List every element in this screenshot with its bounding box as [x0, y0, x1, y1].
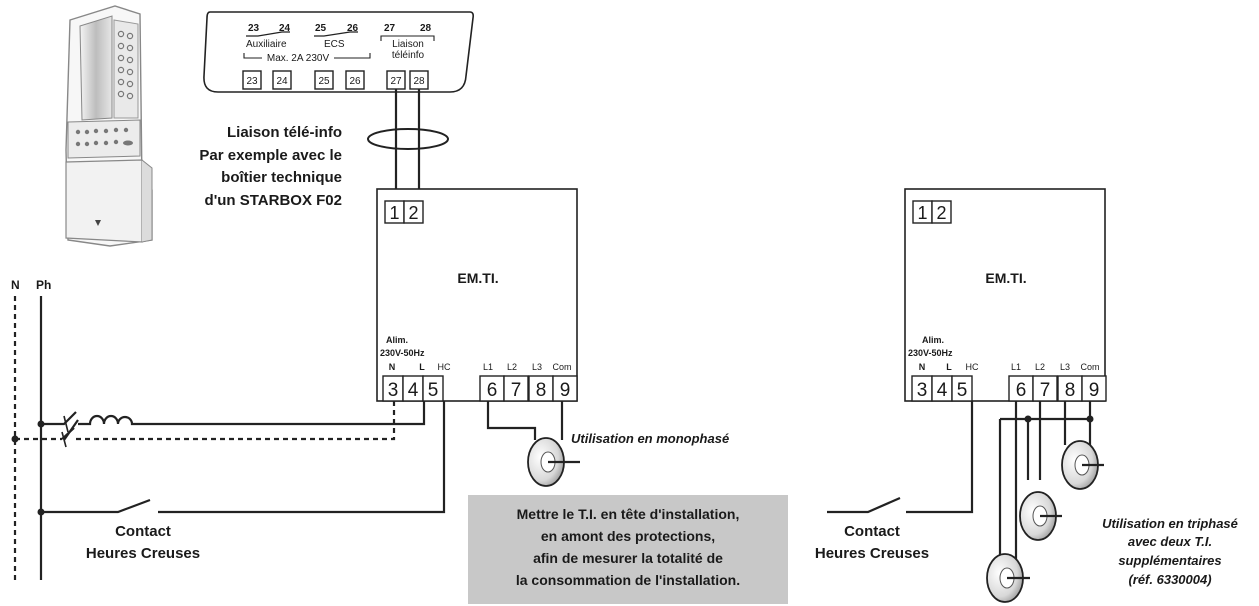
- right-voltage-label: 230V-50Hz: [908, 348, 953, 358]
- svg-text:avec deux T.I.: avec deux T.I.: [1128, 534, 1212, 549]
- contact-left-line1: Contact: [115, 523, 171, 540]
- svg-text:Com: Com: [1080, 362, 1099, 372]
- right-terminal-4: 4: [937, 380, 948, 401]
- left-terminal-7: 7: [511, 380, 522, 401]
- right-terminal-6: 6: [1016, 380, 1027, 401]
- right-terminal-8: 8: [1065, 380, 1076, 401]
- tri-usage-label: Utilisation en triphasé avec deux T.I. s…: [1102, 516, 1238, 587]
- left-alim-label: Alim.: [386, 335, 408, 345]
- contact-left-line2: Heures Creuses: [86, 545, 200, 562]
- controller-illustration: [65, 5, 153, 247]
- left-terminal-6: 6: [487, 380, 498, 401]
- teleinfo-label: téléinfo: [392, 50, 425, 61]
- terminal-24: 24: [276, 76, 288, 87]
- right-terminal-5: 5: [957, 380, 968, 401]
- supply-lines: N Ph: [11, 278, 446, 580]
- svg-text:L1: L1: [483, 362, 493, 372]
- svg-text:L2: L2: [1035, 362, 1045, 372]
- right-contact: [827, 401, 974, 514]
- svg-text:Utilisation en triphasé: Utilisation en triphasé: [1102, 516, 1238, 531]
- right-terminal-7: 7: [1040, 380, 1051, 401]
- right-device-title: EM.TI.: [985, 270, 1026, 286]
- left-terminal-3: 3: [388, 380, 399, 401]
- terminal-num-25: 25: [315, 23, 327, 34]
- liaison-label: Liaison: [392, 39, 424, 50]
- terminal-28: 28: [413, 76, 425, 87]
- left-terminal-5: 5: [428, 380, 439, 401]
- svg-text:HC: HC: [438, 362, 451, 372]
- svg-text:Com: Com: [552, 362, 571, 372]
- terminal-num-27: 27: [384, 23, 396, 34]
- svg-text:Mettre le T.I. en tête d'insta: Mettre le T.I. en tête d'installation,: [517, 506, 740, 522]
- svg-text:(réf. 6330004): (réf. 6330004): [1128, 572, 1211, 587]
- device-left: 1 2 EM.TI. Alim. 230V-50Hz N L HC L1 L2 …: [376, 188, 578, 402]
- ecs-label: ECS: [324, 39, 345, 50]
- right-terminal-9: 9: [1089, 380, 1100, 401]
- contact-right-line1: Contact: [844, 523, 900, 540]
- mono-usage-label: Utilisation en monophasé: [571, 431, 729, 446]
- contact-right-line2: Heures Creuses: [815, 545, 929, 562]
- left-terminal-2: 2: [408, 203, 418, 223]
- left-terminal-box-9: [552, 375, 578, 402]
- terminal-num-24: 24: [279, 23, 291, 34]
- max-label: Max. 2A 230V: [267, 53, 330, 64]
- auxiliaire-label: Auxiliaire: [246, 39, 287, 50]
- terminal-num-26: 26: [347, 23, 359, 34]
- svg-text:afin de mesurer la totalité de: afin de mesurer la totalité de: [533, 550, 723, 566]
- left-terminal-4: 4: [408, 380, 419, 401]
- terminal-num-23: 23: [248, 23, 260, 34]
- left-terminal-1: 1: [389, 203, 399, 223]
- right-alim-label: Alim.: [922, 335, 944, 345]
- teleinfo-note: Liaison télé-info Par exemple avec le bo…: [199, 124, 342, 209]
- left-terminal-8: 8: [536, 380, 547, 401]
- terminal-23: 23: [246, 76, 258, 87]
- svg-text:L3: L3: [1060, 362, 1070, 372]
- tri-ct: [986, 401, 1104, 603]
- svg-text:boîtier technique: boîtier technique: [221, 169, 342, 186]
- right-terminal-box-7: [1032, 375, 1058, 402]
- svg-text:Liaison télé-info: Liaison télé-info: [227, 124, 342, 141]
- svg-text:L: L: [419, 362, 425, 372]
- terminal-26: 26: [349, 76, 361, 87]
- right-terminal-box-6: [1008, 375, 1034, 402]
- neutral-label: N: [11, 278, 20, 292]
- svg-text:L2: L2: [507, 362, 517, 372]
- left-terminal-box-8: [528, 375, 554, 402]
- right-terminal-2: 2: [936, 203, 946, 223]
- svg-text:d'un STARBOX F02: d'un STARBOX F02: [205, 192, 342, 209]
- phase-label: Ph: [36, 278, 51, 292]
- svg-text:L1: L1: [1011, 362, 1021, 372]
- svg-text:en amont des protections,: en amont des protections,: [541, 528, 715, 544]
- svg-text:HC: HC: [966, 362, 979, 372]
- svg-text:la consommation de l'installat: la consommation de l'installation.: [516, 572, 740, 588]
- svg-text:L3: L3: [532, 362, 542, 372]
- right-terminal-box-8: [1057, 375, 1083, 402]
- left-terminal-9: 9: [560, 380, 571, 401]
- svg-text:N: N: [389, 362, 396, 372]
- terminal-num-28: 28: [420, 23, 432, 34]
- right-terminal-3: 3: [917, 380, 928, 401]
- svg-text:Par exemple avec le: Par exemple avec le: [199, 147, 342, 164]
- right-terminal-1: 1: [917, 203, 927, 223]
- left-voltage-label: 230V-50Hz: [380, 348, 425, 358]
- right-terminal-box-5: [951, 375, 973, 402]
- left-terminal-box-5: [422, 375, 444, 402]
- mono-ct: [486, 401, 580, 487]
- top-terminal-module: 23 24 Auxiliaire 25 26 ECS Max. 2A 230V …: [203, 11, 474, 93]
- right-terminal-box-9: [1081, 375, 1107, 402]
- teleinfo-link-wires: [367, 89, 449, 189]
- terminal-27: 27: [390, 76, 402, 87]
- left-device-title: EM.TI.: [457, 270, 498, 286]
- left-terminal-box-7: [503, 375, 529, 402]
- device-right: 1 2 EM.TI. Alim. 230V-50Hz N L HC L1 L2 …: [904, 188, 1107, 402]
- svg-text:L: L: [946, 362, 952, 372]
- terminal-25: 25: [318, 76, 330, 87]
- svg-text:N: N: [919, 362, 926, 372]
- svg-text:supplémentaires: supplémentaires: [1118, 553, 1221, 568]
- warning-box: Mettre le T.I. en tête d'installation, e…: [468, 495, 788, 604]
